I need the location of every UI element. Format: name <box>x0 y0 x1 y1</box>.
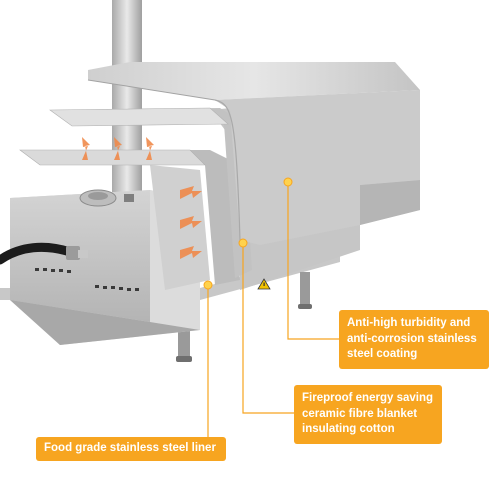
callout-coating-line-3: steel coating <box>347 348 418 360</box>
callout-leaders <box>207 182 339 446</box>
callout-blanket-line-2: ceramic fibre blanket <box>302 407 418 420</box>
gas-hose <box>0 242 75 265</box>
chimney-pipe <box>112 0 142 210</box>
callout-blanket-line-1: Fireproof energy saving <box>302 392 434 404</box>
callout-coating: Anti-high turbidity and anti-corrosion s… <box>339 310 489 369</box>
callout-liner: Food grade stainless steel liner <box>36 437 226 461</box>
callout-liner-line-1: Food grade stainless steel liner <box>44 442 216 454</box>
callout-coating-line-2: anti-corrosion stainless <box>347 332 477 345</box>
top-coating-layer <box>88 62 420 100</box>
callout-coating-line-1: Anti-high turbidity and <box>347 317 471 329</box>
warning-icon <box>257 278 271 290</box>
callout-blanket-line-3: insulating cotton <box>302 423 395 435</box>
callout-dot-icon <box>238 238 248 248</box>
callout-dot-icon <box>203 280 213 290</box>
heat-arrow-icon <box>82 137 202 259</box>
callout-blanket: Fireproof energy saving ceramic fibre bl… <box>294 385 442 444</box>
callout-dot-icon <box>283 177 293 187</box>
